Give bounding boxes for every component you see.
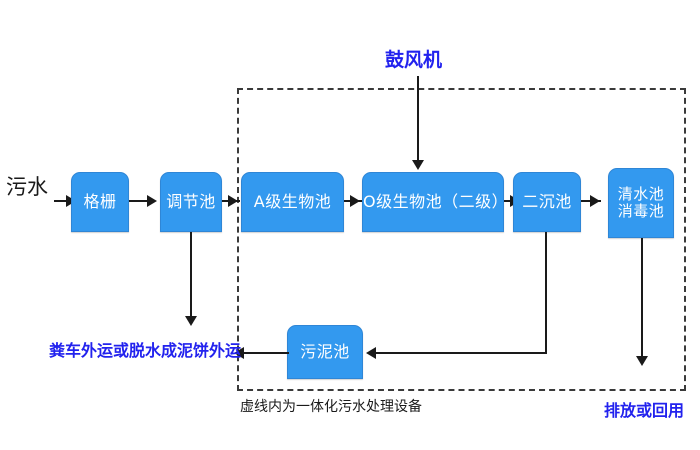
node-grille[interactable]: 格栅: [71, 172, 129, 232]
node-regulating[interactable]: 调节池: [160, 172, 222, 232]
inlet-connector-line: [54, 200, 68, 202]
link-secondary-to-sludge-horizontal: [375, 352, 547, 354]
link-sludge-to-disposal-arrow: [234, 347, 244, 359]
node-secondary-label: 二沉池: [522, 191, 572, 211]
link-secondary-to-sludge-arrow: [366, 347, 376, 359]
link-sludge-to-disposal: [243, 352, 289, 354]
link-grille-to-regulating-arrow: [147, 195, 157, 207]
outlet-label: 排放或回用: [604, 401, 685, 420]
node-sludge-label: 污泥池: [300, 341, 350, 361]
blower-connector-line: [417, 76, 419, 162]
enclosure-caption: 虚线内为一体化污水处理设备: [240, 399, 422, 415]
link-regulating-to-a-stage-arrow: [228, 195, 238, 207]
blower-arrow-head: [412, 160, 424, 170]
link-clearwater-to-outlet-arrow: [636, 356, 648, 366]
sludge-disposal-label: 粪车外运或脱水成泥饼外运: [49, 341, 242, 360]
node-a-stage-label: A级生物池: [253, 191, 332, 211]
integrated-equipment-boundary: [237, 88, 686, 391]
node-secondary[interactable]: 二沉池: [513, 172, 581, 232]
node-sludge[interactable]: 污泥池: [287, 325, 363, 379]
link-clearwater-to-outlet: [641, 238, 643, 360]
node-regulating-label: 调节池: [166, 191, 216, 211]
node-clearwater[interactable]: 清水池 消毒池: [608, 168, 674, 238]
node-clearwater-label: 清水池 消毒池: [617, 184, 665, 220]
inlet-label: 污水: [6, 175, 48, 199]
blower-label: 鼓风机: [385, 49, 443, 71]
node-o-stage-label: O级生物池（二级）: [363, 191, 509, 211]
node-o-stage[interactable]: O级生物池（二级）: [362, 172, 509, 232]
link-a-to-o-stage-arrow: [350, 195, 360, 207]
link-grille-to-regulating: [129, 200, 149, 202]
node-grille-label: 格栅: [83, 191, 117, 211]
link-secondary-to-sludge-vertical: [545, 232, 547, 354]
link-regulating-to-disposal-arrow: [185, 316, 197, 326]
node-a-stage[interactable]: A级生物池: [241, 172, 344, 232]
link-regulating-to-disposal: [190, 232, 192, 320]
link-secondary-to-clearwater-arrow: [590, 195, 600, 207]
